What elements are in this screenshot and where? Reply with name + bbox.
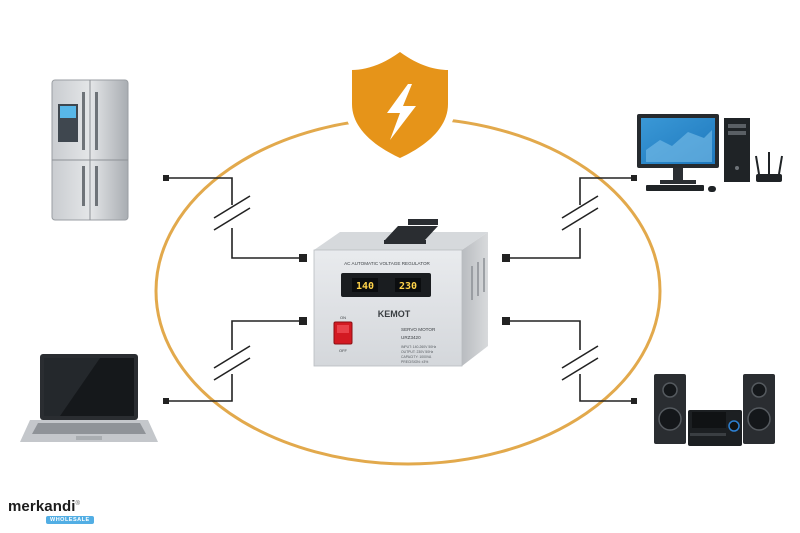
- voltage-regulator: [313, 219, 488, 367]
- merkandi-watermark: merkandi® WHOLESALE: [8, 496, 94, 524]
- refrigerator-icon: [51, 79, 129, 221]
- regulator-spec-line: PRECISION: ±3%: [401, 360, 428, 364]
- regulator-spec-line: OUTPUT: 230V 50Hz: [401, 350, 434, 354]
- watermark-registered-mark: ®: [75, 501, 81, 507]
- power-switch-on-label: ON: [340, 315, 346, 320]
- lightning-shield-icon: [344, 44, 456, 166]
- desktop-computer-icon: [637, 114, 783, 192]
- laptop-icon: [20, 354, 158, 442]
- stereo-speakers-icon: [654, 374, 775, 446]
- regulator-model-line1: SERVO MOTOR: [401, 327, 436, 332]
- wiring: [168, 177, 636, 402]
- power-switch-off-label: OFF: [339, 348, 348, 353]
- regulator-spec-line: INPUT: 140-260V 50Hz: [401, 345, 437, 349]
- watermark-wholesale-badge: WHOLESALE: [46, 516, 94, 524]
- regulator-spec-line: CAPACITY: 1000VA: [401, 355, 432, 359]
- regulator-panel-title: AC AUTOMATIC VOLTAGE REGULATOR: [344, 261, 430, 266]
- output-voltage-reading: 230: [399, 281, 417, 292]
- regulator-brand-label: KEMOT: [378, 309, 411, 319]
- input-voltage-reading: 140: [356, 281, 374, 292]
- wire-terminals: [163, 175, 637, 404]
- watermark-name: merkandi: [8, 498, 76, 515]
- watermark-wordmark: merkandi®: [8, 496, 80, 515]
- regulator-model-line2: URZ3420: [401, 335, 421, 340]
